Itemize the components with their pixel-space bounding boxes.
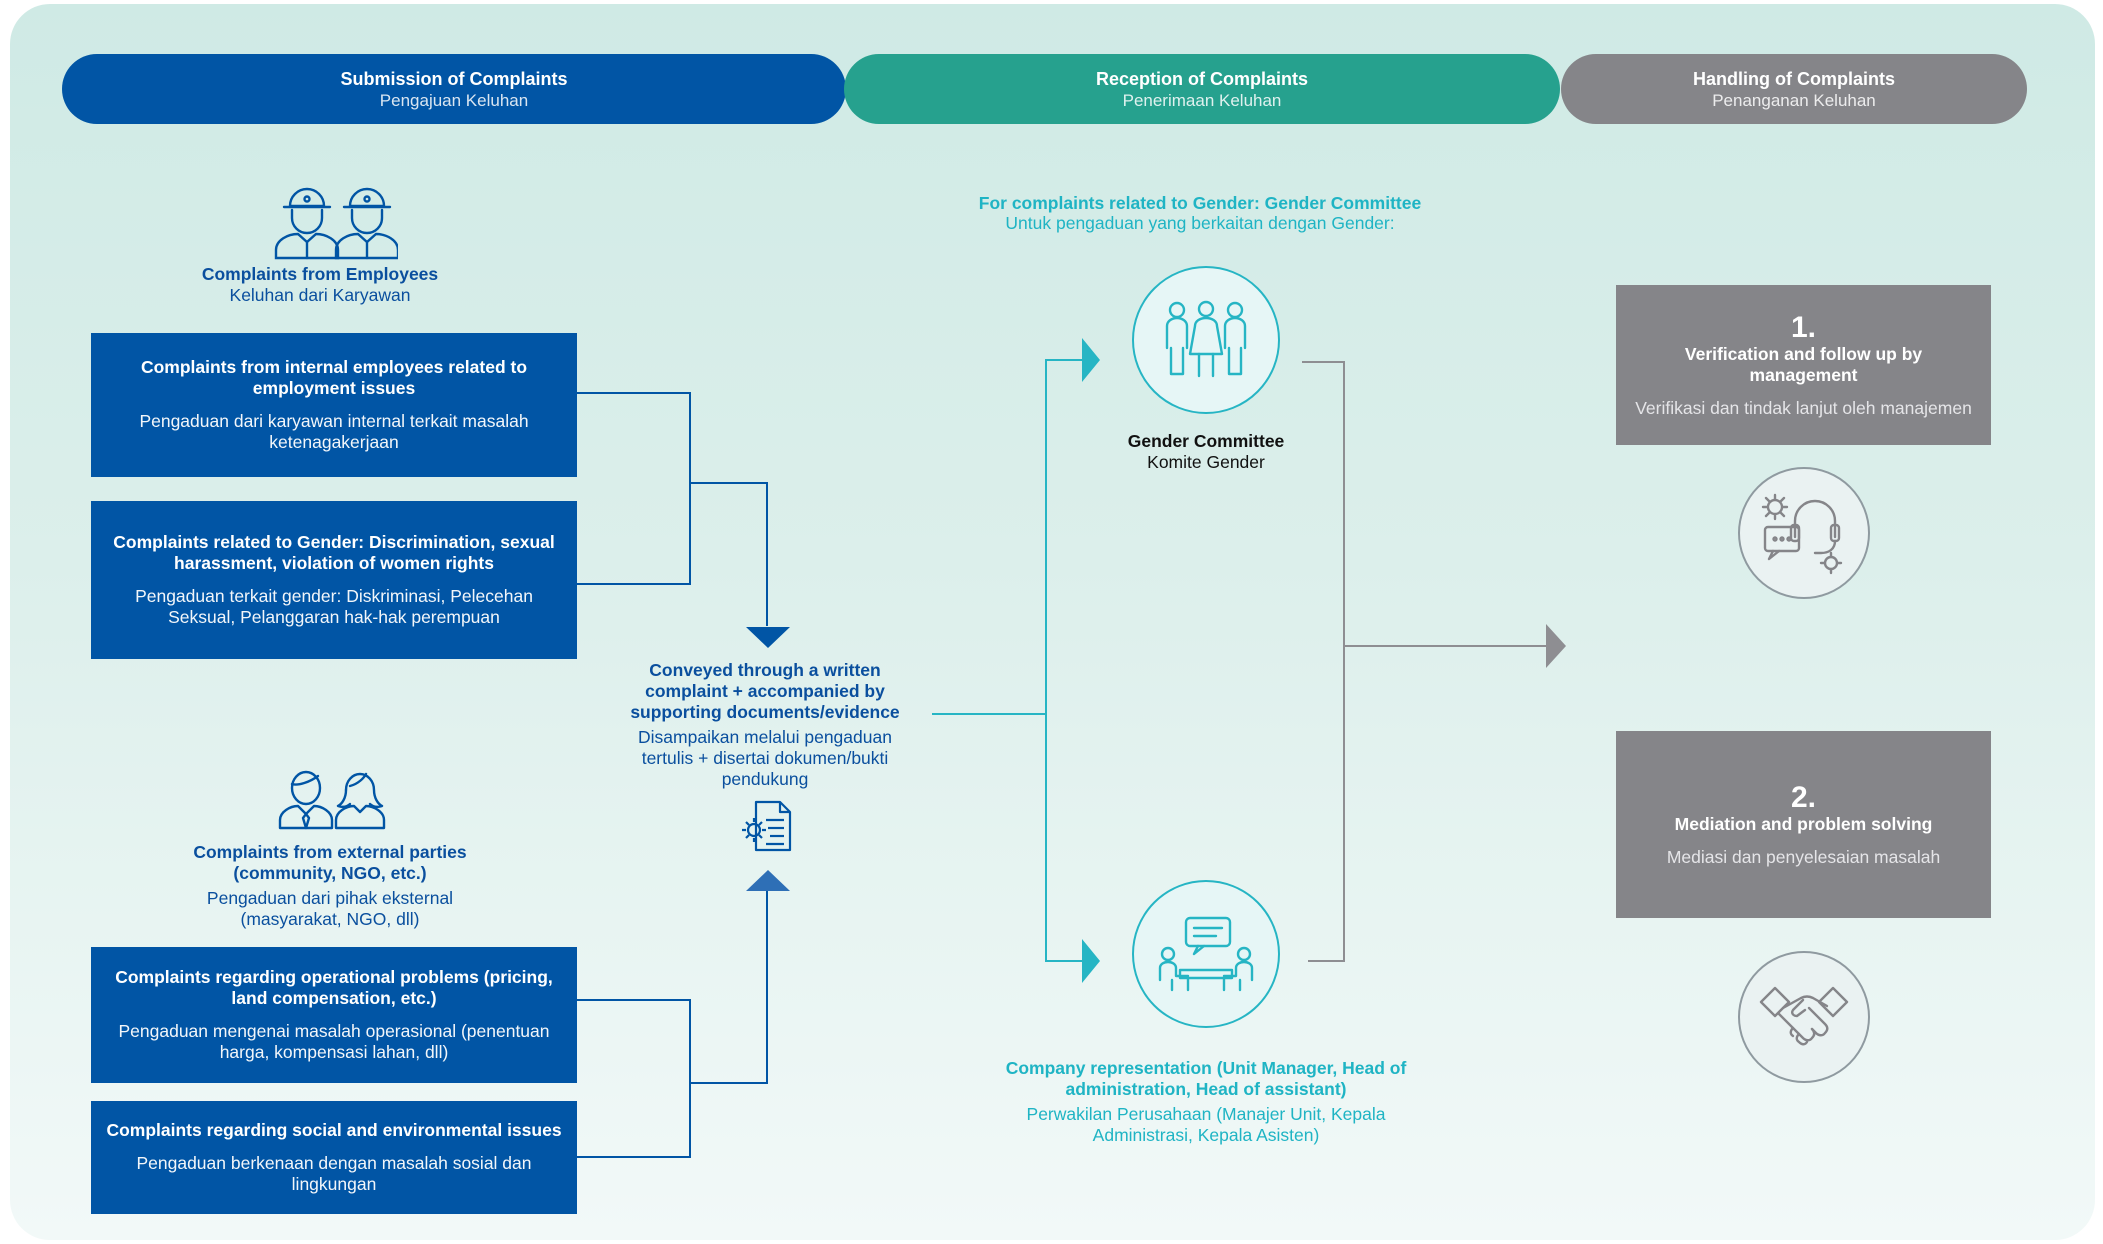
support-circle <box>1738 467 1870 599</box>
gender-note-title: For complaints related to Gender: Gender… <box>978 193 1422 213</box>
external-box-social-title: Complaints regarding social and environm… <box>106 1120 562 1140</box>
document-gear-icon <box>740 798 794 854</box>
committee-circle <box>1132 266 1280 414</box>
header-reception: Reception of Complaints Penerimaan Keluh… <box>844 54 1560 124</box>
gender-committee-subtitle: Komite Gender <box>1147 452 1265 472</box>
employee-box-employment: Complaints from internal employees relat… <box>91 333 577 477</box>
handling-step-1-title: Verification and follow up by management <box>1684 343 1923 385</box>
committee-people-icon <box>1165 300 1247 378</box>
external-box-social: Complaints regarding social and environm… <box>91 1101 577 1214</box>
external-subtitle: Pengaduan dari pihak eksternal (masyarak… <box>206 888 454 929</box>
header-submission-title: Submission of Complaints <box>340 68 568 89</box>
external-box-social-subtitle: Pengaduan berkenaan dengan masalah sosia… <box>136 1153 532 1194</box>
external-title: Complaints from external parties (commun… <box>193 842 467 883</box>
employees-title: Complaints from Employees <box>201 264 439 284</box>
employee-box-gender-title: Complaints related to Gender: Discrimina… <box>113 532 555 573</box>
header-handling-subtitle: Penanganan Keluhan <box>1712 90 1876 110</box>
header-reception-title: Reception of Complaints <box>1095 68 1308 89</box>
header-submission: Submission of Complaints Pengajuan Keluh… <box>62 54 846 124</box>
handling-step-2-subtitle: Mediasi dan penyelesaian masalah <box>1666 846 1941 867</box>
external-box-operational-subtitle: Pengaduan mengenai masalah operasional (… <box>118 1021 550 1062</box>
support-headset-icon <box>1761 493 1843 575</box>
employee-box-employment-subtitle: Pengaduan dari karyawan internal terkait… <box>139 411 529 452</box>
handling-step-1: 1. Verification and follow up by managem… <box>1616 285 1991 445</box>
meeting-table-icon <box>1158 916 1254 992</box>
external-box-operational: Complaints regarding operational problem… <box>91 947 577 1083</box>
handshake-icon <box>1759 986 1849 1046</box>
handling-step-1-subtitle: Verifikasi dan tindak lanjut oleh manaje… <box>1635 397 1972 418</box>
conveyed-subtitle: Disampaikan melalui pengaduan tertulis +… <box>638 727 892 789</box>
external-people-icon <box>276 764 394 830</box>
handshake-circle <box>1738 951 1870 1083</box>
gender-note-subtitle: Untuk pengaduan yang berkaitan dengan Ge… <box>1005 213 1395 233</box>
employee-box-employment-title: Complaints from internal employees relat… <box>140 357 528 398</box>
company-rep-circle <box>1132 880 1280 1028</box>
handling-step-2-number: 2. <box>1790 780 1817 814</box>
header-reception-subtitle: Penerimaan Keluhan <box>1122 90 1282 110</box>
company-rep-title: Company representation (Unit Manager, He… <box>1005 1058 1407 1099</box>
employee-box-gender: Complaints related to Gender: Discrimina… <box>91 501 577 659</box>
company-rep-subtitle: Perwakilan Perusahaan (Manajer Unit, Kep… <box>1026 1104 1386 1145</box>
employee-box-gender-subtitle: Pengaduan terkait gender: Diskriminasi, … <box>135 586 533 627</box>
gender-committee-title: Gender Committee <box>1127 431 1285 451</box>
header-submission-subtitle: Pengajuan Keluhan <box>379 90 529 110</box>
employees-subtitle: Keluhan dari Karyawan <box>229 285 411 305</box>
header-handling-title: Handling of Complaints <box>1693 68 1895 89</box>
handling-step-2-title: Mediation and problem solving <box>1674 813 1933 834</box>
handling-step-2: 2. Mediation and problem solving Mediasi… <box>1616 731 1991 918</box>
handling-step-1-number: 1. <box>1790 310 1817 344</box>
header-handling: Handling of Complaints Penanganan Keluha… <box>1561 54 2027 124</box>
external-box-operational-title: Complaints regarding operational problem… <box>115 967 553 1008</box>
workers-icon <box>272 186 400 260</box>
conveyed-title: Conveyed through a written complaint + a… <box>630 660 900 722</box>
